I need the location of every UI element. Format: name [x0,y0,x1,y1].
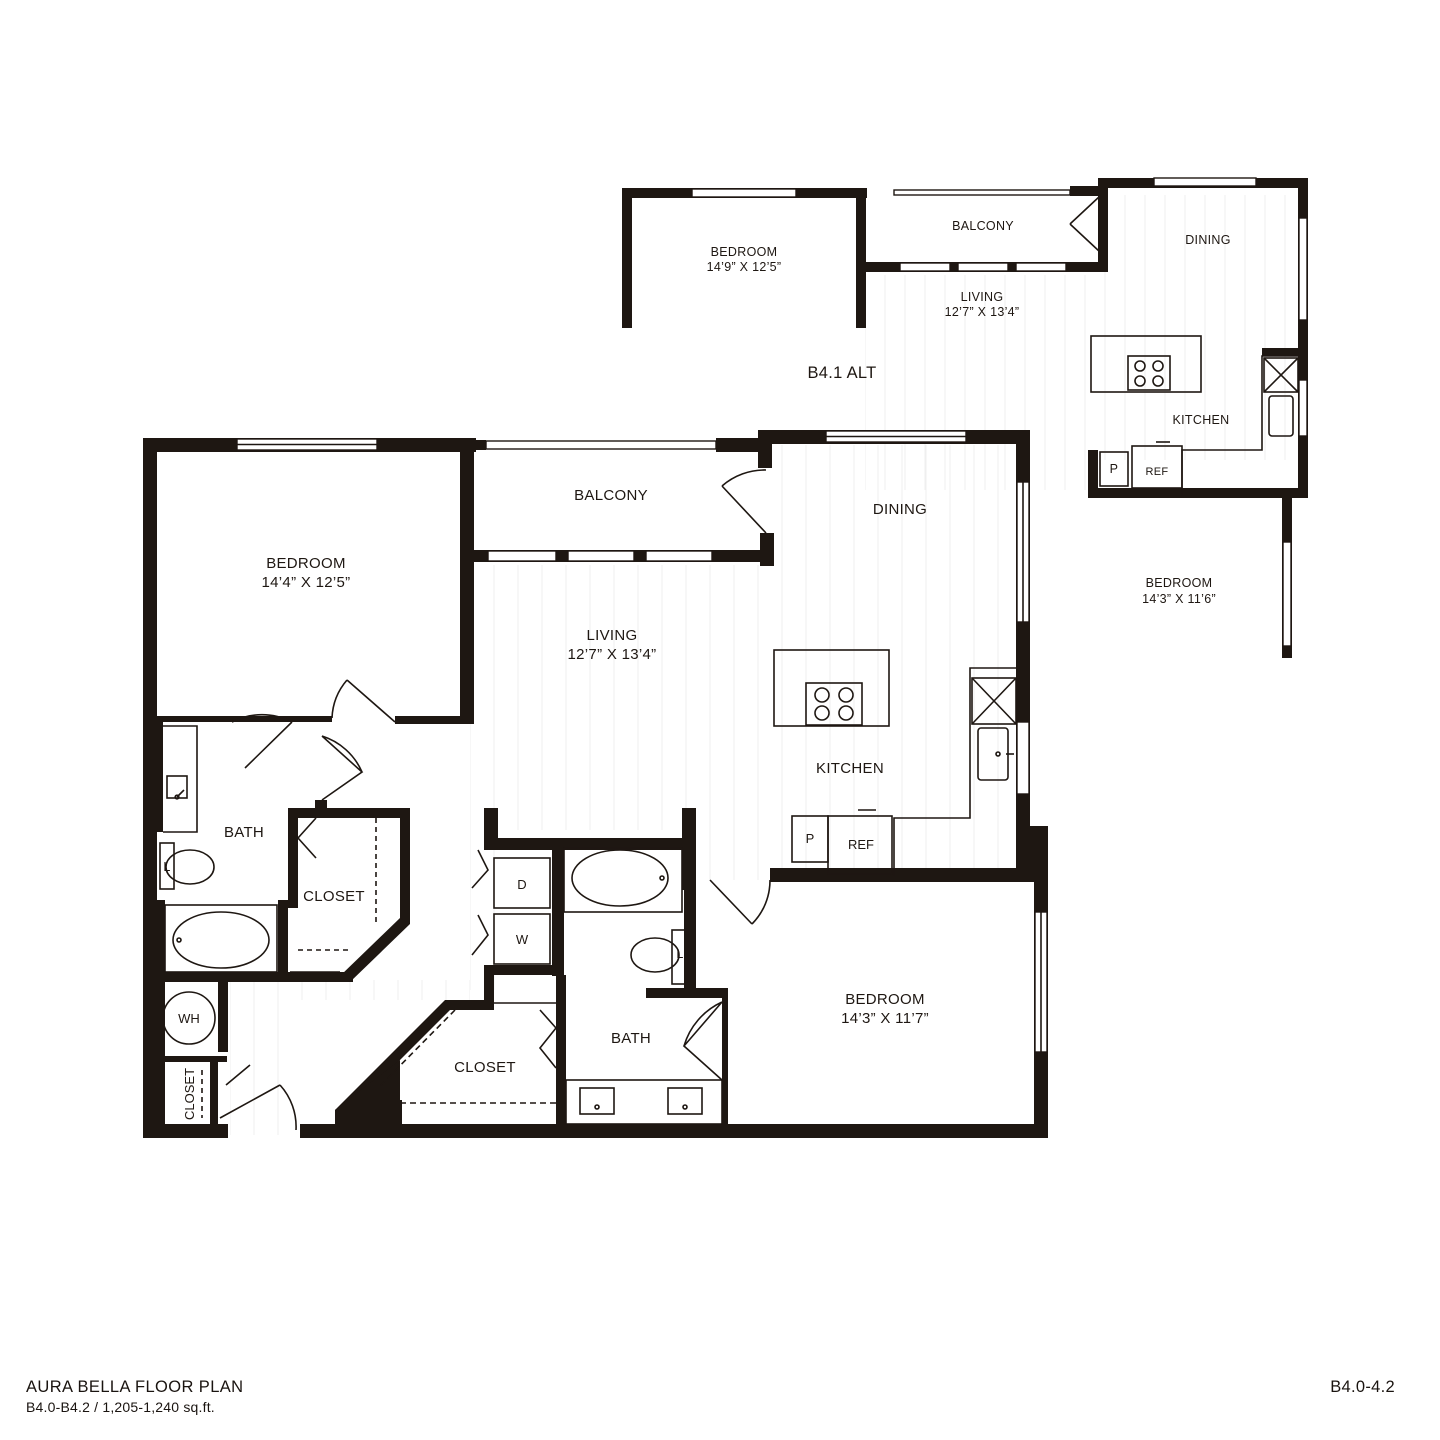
alt-bedroom-2-label: BEDROOM [1146,576,1213,590]
alt-pantry-label: P [1110,462,1119,476]
bedroom-1-size: 14’4” X 12’5” [262,574,351,591]
washer-box [493,913,551,965]
linen-1-label: L [163,860,170,874]
alt-living-size: 12’7” X 13’4” [945,305,1020,319]
living-size: 12’7” X 13’4” [568,646,657,663]
main-plan-doors [219,469,771,1131]
main-plan-fixtures [159,649,1017,1125]
plan-title: AURA BELLA FLOOR PLAN [26,1378,244,1396]
living-label: LIVING [587,627,638,644]
kitchen-island [773,649,890,727]
alt-balcony-label: BALCONY [952,219,1014,233]
water-heater-label: WH [178,1011,200,1026]
bedroom-2-size: 14’3” X 11’7” [841,1010,929,1027]
closet-1-label: CLOSET [303,888,365,905]
alt-bedroom-2-size: 14’3” X 11’6” [1142,592,1216,606]
linen-2-label: L [676,947,683,961]
alt-kitchen-island [1090,335,1202,393]
bedroom-2-label: BEDROOM [845,991,925,1008]
alt-plan-label: B4.1 ALT [807,364,876,382]
main-plan-windows [236,430,1048,1053]
footer-title-block: AURA BELLA FLOOR PLAN B4.0-B4.2 / 1,205-… [26,1376,244,1416]
alt-bedroom-1-size: 14’9” X 12’5” [707,260,782,274]
washer-label: W [516,932,529,947]
fridge-label: REF [848,837,874,852]
balcony-label: BALCONY [574,487,648,504]
alt-kitchen-label: KITCHEN [1173,413,1230,427]
alt-fridge-label: REF [1146,466,1169,478]
alt-bedroom-1-label: BEDROOM [711,245,778,259]
closet-3-label: CLOSET [182,1068,197,1120]
plan-subtitle: B4.0-B4.2 / 1,205-1,240 sq.ft. [26,1399,215,1415]
water-heater-circle [162,991,216,1045]
dining-label: DINING [873,501,927,518]
alt-dining-label: DINING [1185,233,1231,247]
bedroom-1-label: BEDROOM [266,555,346,572]
dryer-label: D [517,877,526,892]
closet-2-label: CLOSET [454,1059,516,1076]
alt-plan-windows [691,177,1308,647]
main-plan-walls [143,430,1048,1138]
plan-code: B4.0-4.2 [1330,1378,1395,1396]
kitchen-label: KITCHEN [816,760,884,777]
bath-1-label: BATH [224,824,264,841]
dryer-box [493,857,551,909]
alt-plan-fixtures [1069,195,1299,496]
bath-2-label: BATH [611,1030,651,1047]
room-labels: BEDROOM 14’4” X 12’5” BALCONY DINING LIV… [163,219,1230,1120]
alt-living-label: LIVING [961,290,1004,304]
fridge-box [827,815,893,875]
pantry-label: P [806,831,815,846]
